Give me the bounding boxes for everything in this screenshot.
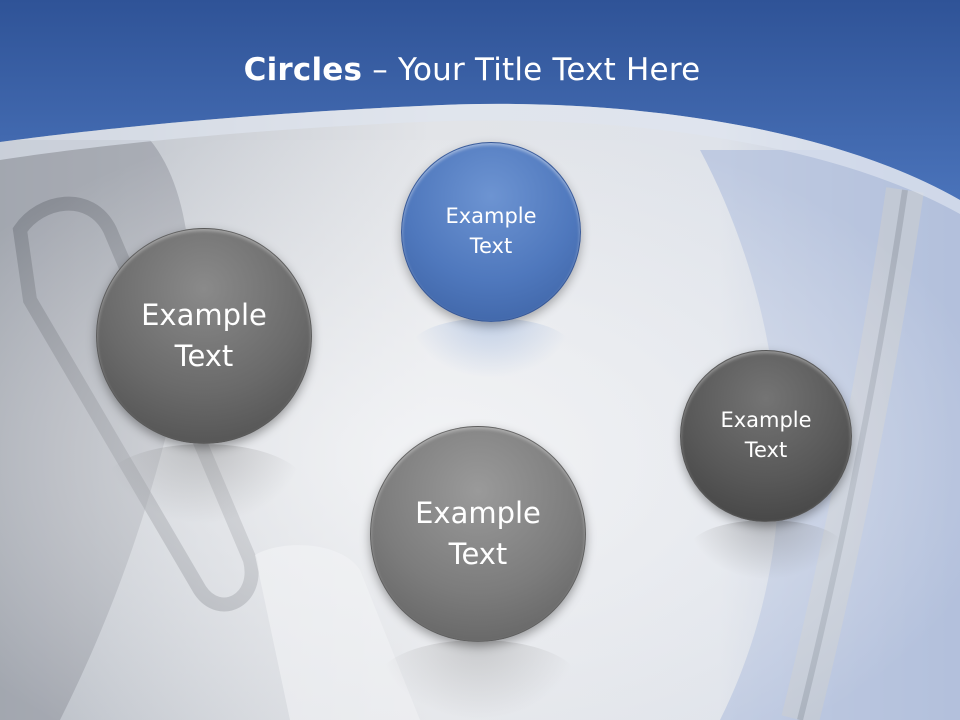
circle-gray-large-left[interactable]: Example Text [96, 228, 312, 444]
circle-gray-small-right[interactable]: Example Text [680, 350, 852, 522]
title-bold: Circles [243, 52, 363, 88]
circle-label: Example Text [415, 495, 541, 571]
circle-label: Example Text [720, 408, 812, 462]
circle-gray-large-bottom[interactable]: Example Text [370, 426, 586, 642]
circle-label: Example Text [141, 297, 267, 373]
slide-title: Circles – Your Title Text Here [0, 52, 944, 88]
circle-label: Example Text [445, 204, 537, 258]
title-rest: – Your Title Text Here [362, 52, 701, 88]
circle-blue[interactable]: Example Text [401, 142, 581, 322]
